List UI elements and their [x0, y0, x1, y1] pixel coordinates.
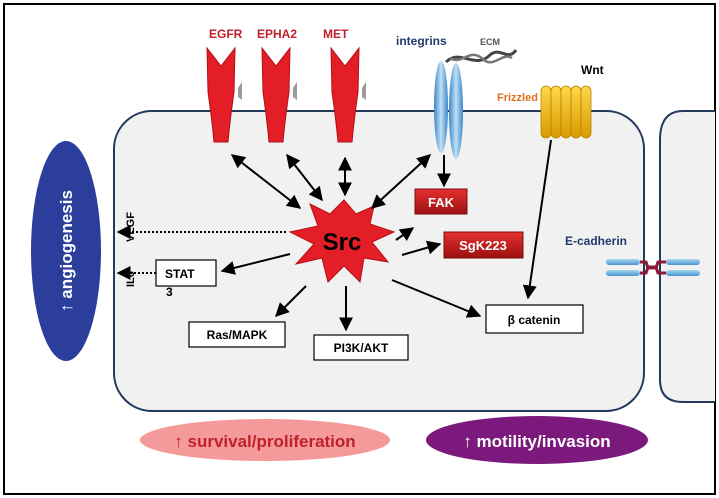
arrow-src-stat3: [220, 253, 291, 275]
arrow-src-ras-mapk: [275, 285, 307, 317]
ecm-label: ECM: [480, 37, 500, 47]
motility-label: ↑ motility/invasion: [463, 432, 610, 451]
angiogenesis-oval: [31, 141, 101, 361]
arrow-src-beta-catenin: [391, 279, 482, 318]
integrins-label: integrins: [396, 34, 447, 48]
integrins-icon: [434, 61, 463, 159]
frizzled-label: Frizzled: [497, 92, 538, 104]
ras-mapk-label: Ras/MAPK: [207, 328, 268, 342]
fak-label: FAK: [428, 195, 455, 210]
survival-oval: [140, 419, 390, 461]
arrow-epha2-src: [286, 153, 323, 202]
e-cadherin-label: E-cadherin: [565, 234, 627, 248]
e-cadherin-junction-icon: [606, 259, 700, 276]
beta-catenin-box: [485, 304, 584, 334]
stat3-label-line2: 3: [166, 285, 173, 299]
ecm-fiber-icon: [444, 49, 518, 64]
epha2-receptor-icon: [261, 46, 297, 143]
vegf-label: VEGF: [125, 212, 137, 242]
pi3k-akt-box: [313, 334, 409, 361]
met-label: MET: [323, 27, 349, 41]
motility-oval: [426, 416, 648, 464]
survival-label: ↑ survival/proliferation: [174, 432, 355, 451]
beta-catenin-label: β catenin: [508, 313, 561, 327]
angiogenesis-label: ↑ angiogenesis: [57, 190, 76, 312]
arrow-src-fak: [395, 227, 415, 241]
egfr-receptor-icon: [206, 46, 242, 143]
arrow-integrins-src: [370, 154, 432, 209]
arrow-frizzled-beta-catenin: [522, 139, 552, 300]
met-receptor-icon: [330, 46, 366, 143]
neighbor-cell: [659, 110, 715, 403]
secretion-arrows: [116, 225, 286, 280]
src-label: Src: [323, 229, 362, 256]
frizzled-receptor-icon: [540, 85, 592, 139]
egfr-label: EGFR: [209, 27, 243, 41]
src-kinase-burst: [288, 199, 396, 284]
ras-mapk-box: [188, 321, 286, 348]
sgk223-box: [443, 231, 524, 259]
stat3-box: [155, 259, 217, 287]
sgk223-label: SgK223: [459, 238, 507, 253]
wnt-label: Wnt: [581, 63, 604, 77]
epha2-label: EPHA2: [257, 27, 297, 41]
stat3-label-line1: STAT: [165, 267, 195, 281]
signaling-arrows: [220, 139, 552, 332]
arrow-src-sgk223: [401, 240, 442, 256]
pi3k-akt-label: PI3K/AKT: [334, 341, 389, 355]
